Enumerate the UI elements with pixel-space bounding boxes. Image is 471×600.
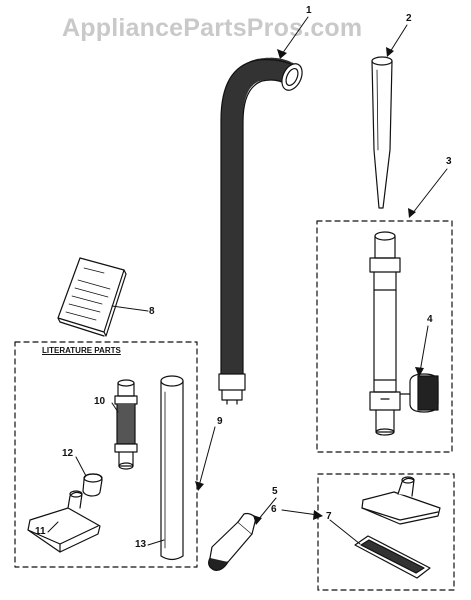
callout-13: 13 bbox=[135, 539, 147, 550]
floor-tool-part-11 bbox=[27, 490, 101, 553]
callout-6: 6 bbox=[271, 504, 277, 515]
callout-7: 7 bbox=[326, 511, 332, 522]
leader-lines bbox=[47, 16, 448, 546]
hose-part-1 bbox=[218, 57, 303, 405]
callout-4: 4 bbox=[427, 314, 433, 325]
callout-9: 9 bbox=[217, 416, 223, 427]
floor-tool-part-6 bbox=[361, 476, 441, 525]
straight-wand-part-13 bbox=[160, 375, 184, 561]
literature-booklet-part-8 bbox=[57, 257, 127, 337]
callout-1: 1 bbox=[306, 5, 312, 16]
arrow-heads bbox=[195, 47, 424, 525]
callout-8: 8 bbox=[149, 306, 155, 317]
hose-adapter-part-10 bbox=[114, 379, 138, 470]
callout-11: 11 bbox=[35, 526, 46, 537]
brush-strip-part-7 bbox=[354, 535, 431, 579]
coupling-part-12 bbox=[82, 473, 103, 497]
clip-part-4 bbox=[399, 373, 439, 413]
callout-12: 12 bbox=[62, 448, 74, 459]
literature-parts-label: LITERATURE PARTS bbox=[42, 346, 121, 355]
part-3-group-box bbox=[316, 220, 453, 453]
watermark-text: AppliancePartsPros.com bbox=[62, 14, 363, 42]
crevice-tool-part-2 bbox=[371, 56, 393, 209]
callout-10: 10 bbox=[94, 396, 106, 407]
callout-5: 5 bbox=[272, 486, 278, 497]
callout-3: 3 bbox=[446, 156, 452, 167]
callout-2: 2 bbox=[406, 13, 412, 24]
dusting-brush-part-5 bbox=[208, 512, 257, 571]
accessory-group-box bbox=[14, 341, 198, 568]
part-6-group-box bbox=[317, 473, 455, 591]
extension-wand-part-3 bbox=[369, 231, 401, 436]
